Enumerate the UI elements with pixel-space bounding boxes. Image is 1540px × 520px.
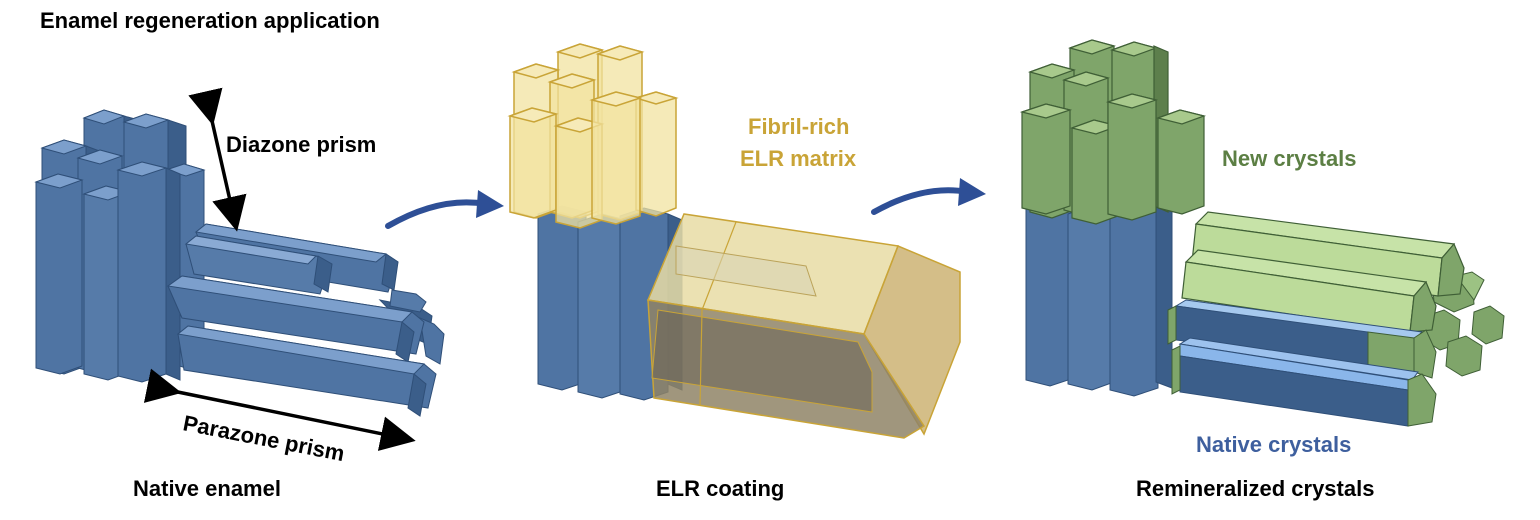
matrix-label-line1: Fibril-rich: [748, 114, 849, 139]
remineralized-parazone-prisms: [1167, 211, 1505, 427]
parazone-prism-bundle: [166, 223, 445, 417]
parazone-prism-label: Parazone prism: [181, 410, 347, 466]
remineralized-diazone-prisms: [1019, 39, 1207, 397]
curved-arrow-icon: [871, 187, 971, 215]
elr-matrix-block: [646, 213, 961, 439]
elr-coating-caption: ELR coating: [656, 476, 784, 501]
curved-arrow-head: [476, 190, 504, 218]
panel-native-enamel: Diazone prism Parazone prism Native enam…: [34, 87, 445, 501]
panel-elr-coating: Fibril-rich ELR matrix ELR coating: [507, 43, 961, 501]
curved-arrow-head: [958, 178, 986, 206]
matrix-label-line2: ELR matrix: [740, 146, 857, 171]
diazone-prism-label: Diazone prism: [226, 132, 376, 157]
native-crystals-label: Native crystals: [1196, 432, 1351, 457]
panel-remineralized: New crystals Native crystals Remineraliz…: [1019, 39, 1505, 501]
figure-title: Enamel regeneration application: [40, 8, 380, 33]
diazone-prism-bundle: [34, 109, 206, 383]
curved-arrow-icon: [385, 199, 489, 229]
parazone-double-headed-arrow-icon: [143, 368, 416, 451]
new-crystals-label: New crystals: [1222, 146, 1357, 171]
native-enamel-caption: Native enamel: [133, 476, 281, 501]
remineralized-caption: Remineralized crystals: [1136, 476, 1374, 501]
diazone-double-headed-arrow-icon: [188, 87, 247, 232]
coated-diazone-prisms: [507, 43, 683, 401]
